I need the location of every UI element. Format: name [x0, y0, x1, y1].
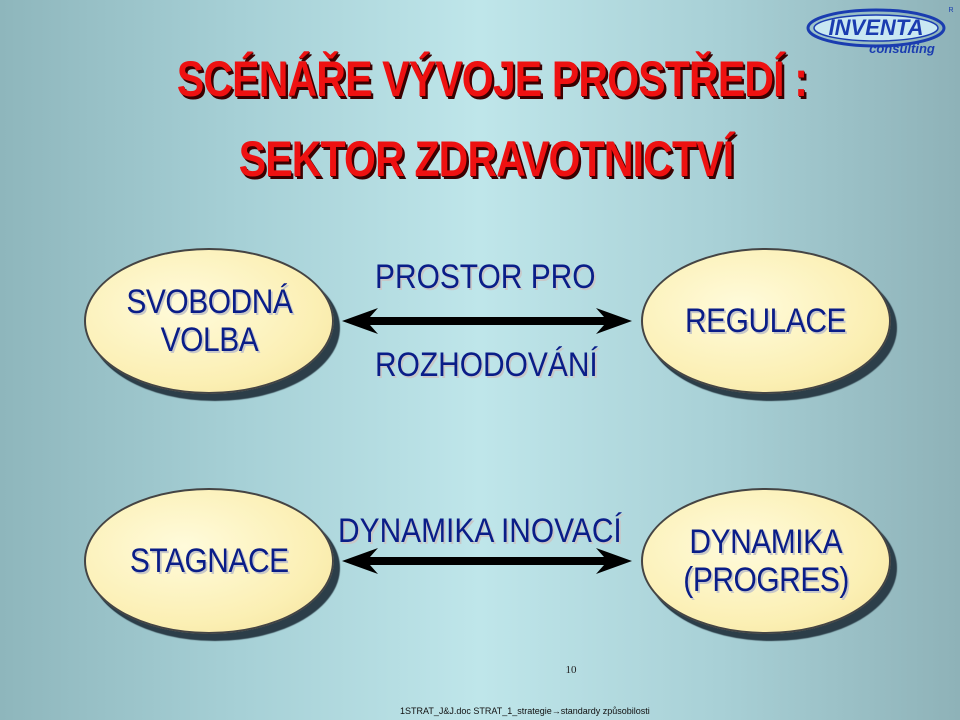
ellipse-label-line-1: STAGNACE: [129, 542, 289, 580]
double-arrow-2-shape: [342, 548, 632, 574]
arrow1-top-label: PROSTOR PRO: [375, 258, 596, 296]
arrow2-top-label: DYNAMIKA INOVACÍ: [338, 512, 622, 550]
title-line-1: SCÉNÁŘE VÝVOJE PROSTŘEDÍ :: [176, 51, 808, 107]
double-arrow-2: [342, 548, 632, 574]
logo-name: INVENTA: [829, 15, 924, 40]
ellipse-label-line-2: (PROGRES): [683, 561, 849, 599]
ellipse-dynamika-progres: DYNAMIKA (PROGRES): [641, 488, 891, 634]
arrow1-bottom-label: ROZHODOVÁNÍ: [375, 346, 598, 384]
ellipse-svobodna-volba: SVOBODNÁ VOLBA: [84, 248, 334, 394]
ellipse-label-line-1: SVOBODNÁ: [125, 283, 293, 321]
logo-sub: consulting: [869, 41, 935, 56]
footer-file-reference: 1STRAT_J&J.doc STRAT_1_strategie→standar…: [400, 706, 650, 716]
ellipse-stagnace: STAGNACE: [84, 488, 334, 634]
double-arrow-1-shape: [342, 308, 632, 334]
ellipse-label-line-1: REGULACE: [685, 302, 847, 340]
ellipse-label-line-1: DYNAMIKA: [689, 523, 843, 561]
logo-graphic: INVENTA consulting R: [806, 7, 954, 56]
ellipse-regulace: REGULACE: [641, 248, 891, 394]
title-line-2: SEKTOR ZDRAVOTNICTVÍ: [238, 131, 734, 187]
logo-registered-mark: R: [948, 7, 953, 14]
inventa-logo: INVENTA consulting R: [806, 4, 956, 56]
double-arrow-1: [342, 308, 632, 334]
page-number: 10: [565, 664, 577, 676]
ellipse-label-line-2: VOLBA: [160, 321, 258, 359]
